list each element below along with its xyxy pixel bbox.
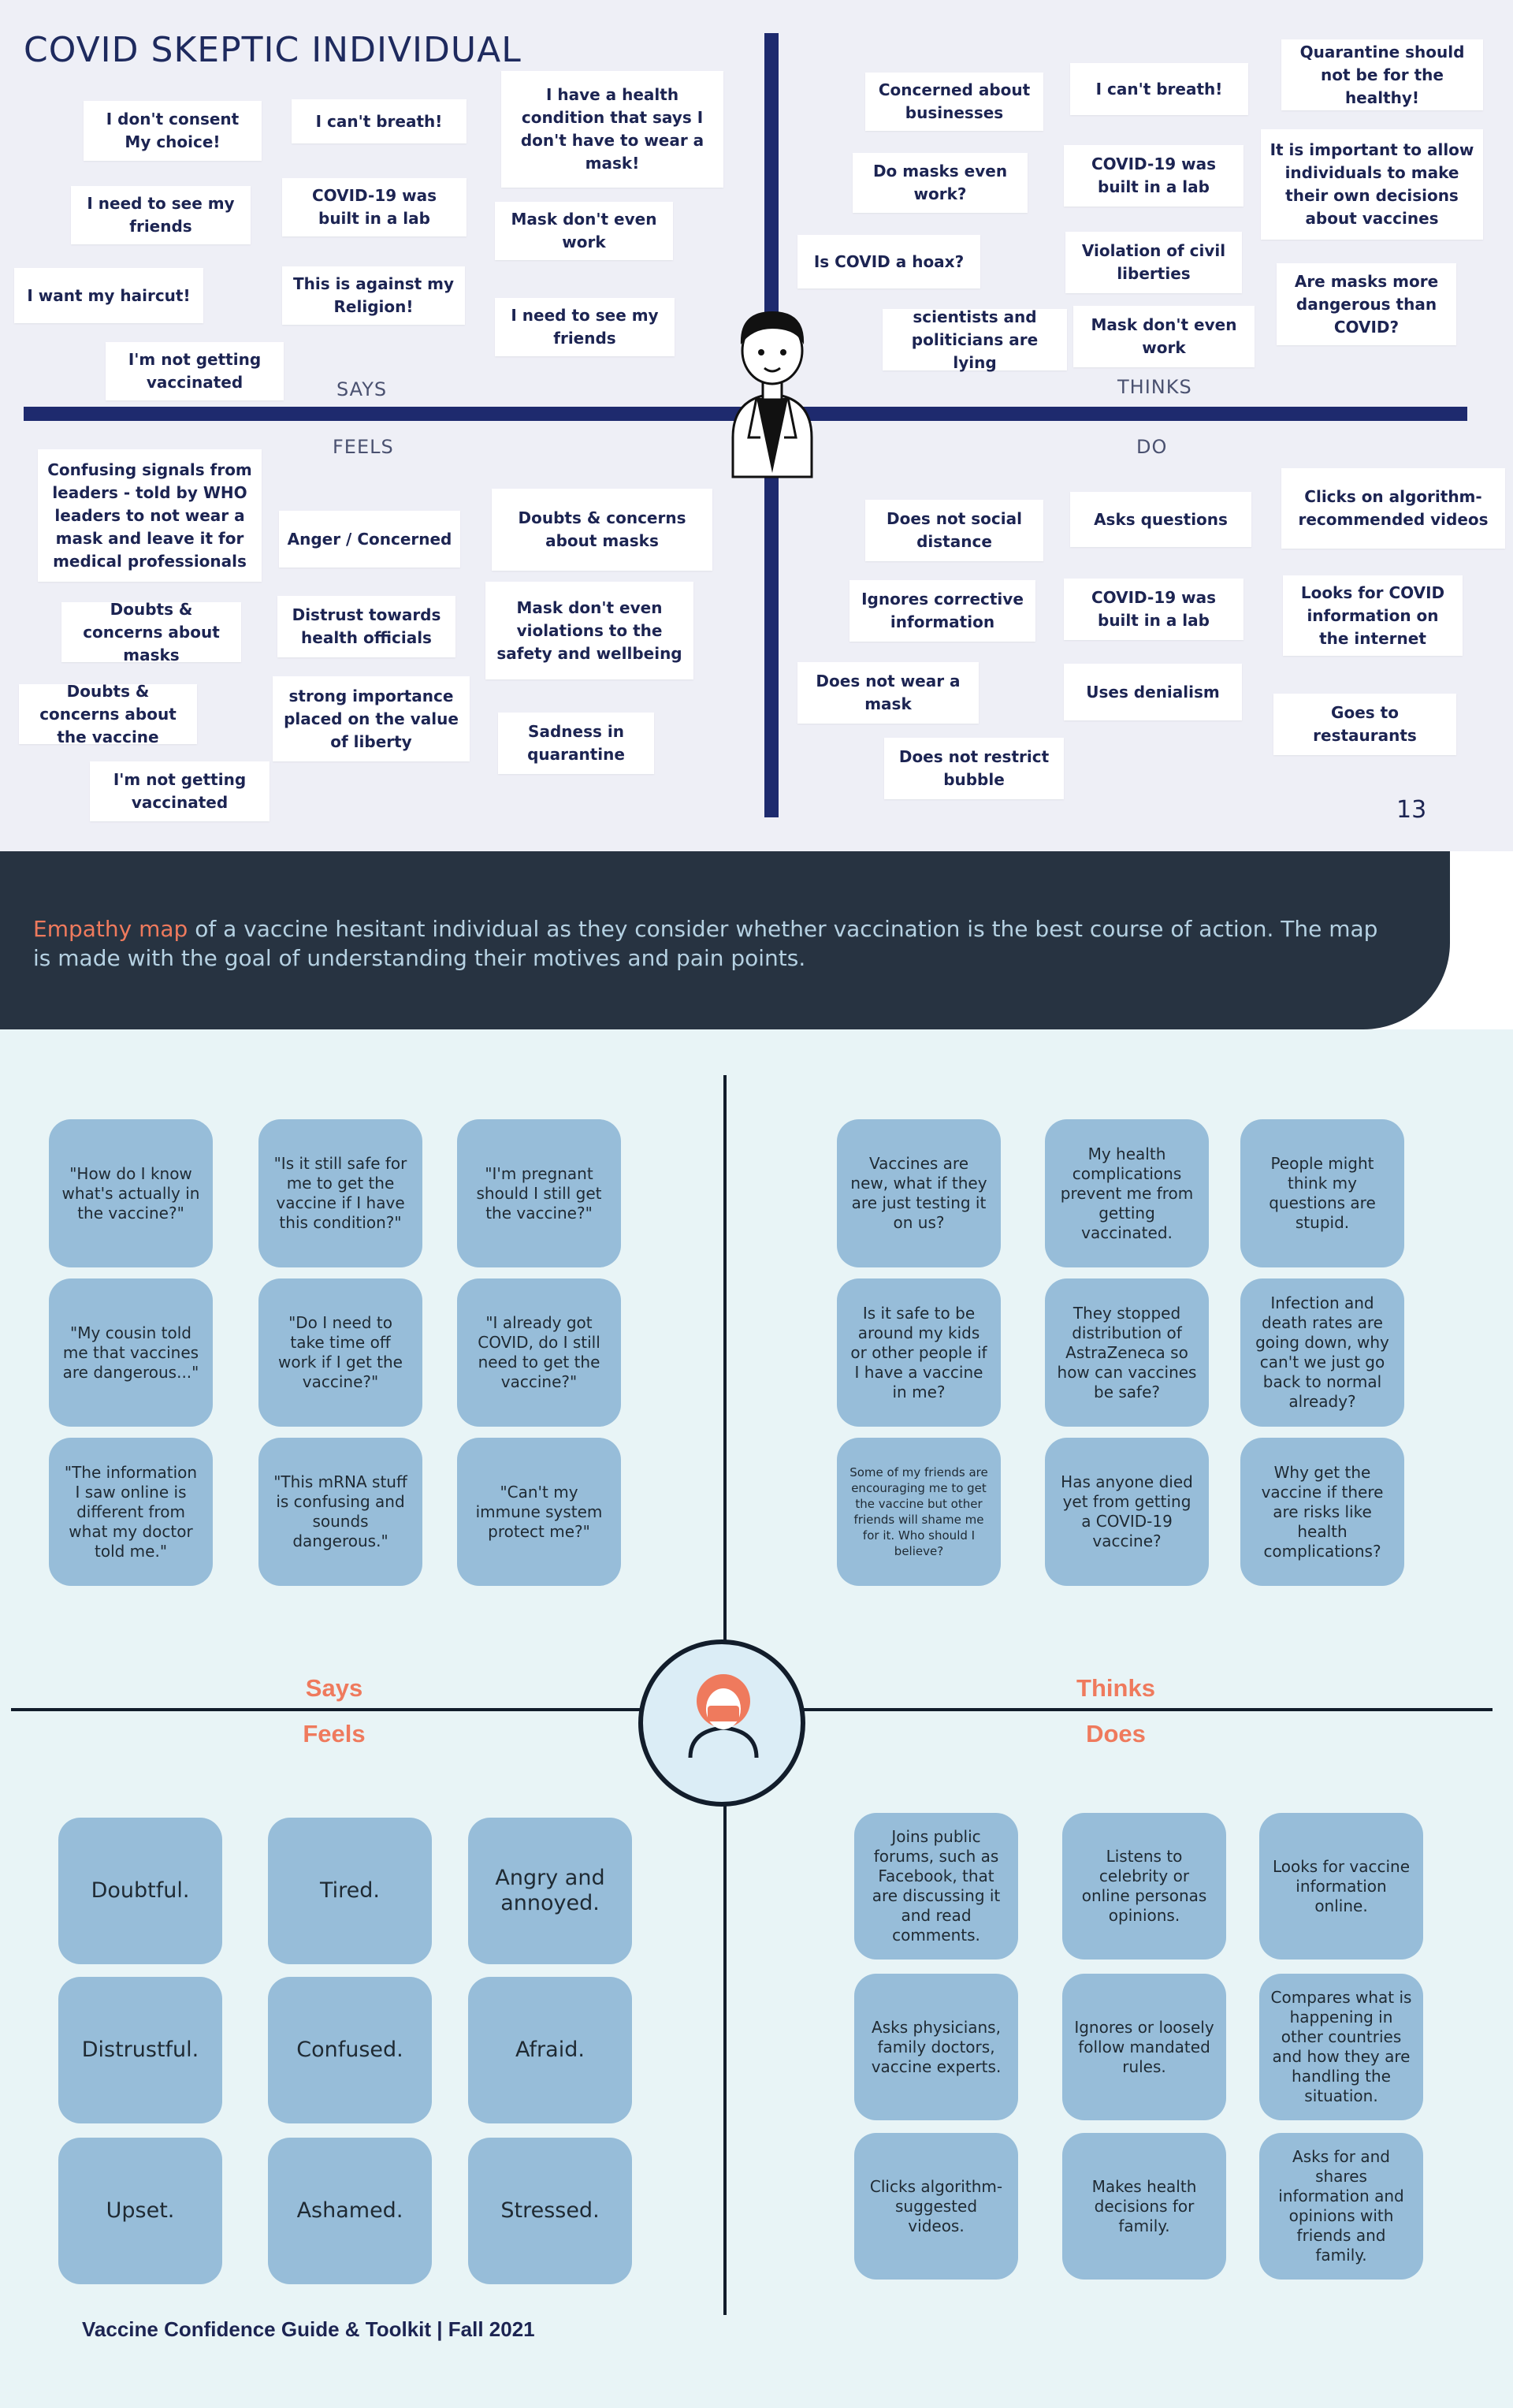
says-card: "Do I need to take time off work if I ge… (258, 1278, 422, 1427)
feels-card: Doubtful. (58, 1818, 222, 1964)
says-card: "Can't my immune system protect me?" (457, 1438, 621, 1586)
feels-note: Anger / Concerned (279, 511, 460, 568)
do-note: Looks for COVID information on the inter… (1283, 575, 1463, 656)
says-note: I need to see my friends (71, 186, 251, 244)
thinks-card: Infection and death rates are going down… (1240, 1278, 1404, 1427)
feels-note: Confusing signals from leaders - told by… (38, 449, 262, 582)
person-avatar-icon (731, 311, 813, 478)
says-note: I want my haircut! (14, 268, 203, 323)
does-card: Clicks algorithm-suggested videos. (854, 2133, 1018, 2280)
footer-text: Vaccine Confidence Guide & Toolkit | Fal… (82, 2317, 535, 2341)
do-note: COVID-19 was built in a lab (1064, 579, 1243, 640)
feels-note: Doubts & concerns about the vaccine (19, 682, 197, 746)
thinks-card: Vaccines are new, what if they are just … (837, 1119, 1001, 1267)
feels-label: FEELS (333, 436, 394, 458)
do-note: Ignores corrective information (849, 580, 1035, 642)
thinks-label: Thinks (1076, 1674, 1155, 1702)
do-note: Uses denialism (1064, 664, 1242, 720)
says-note: Mask don't even work (495, 202, 673, 260)
feels-card: Tired. (268, 1818, 432, 1964)
thinks-note: Are masks more dangerous than COVID? (1277, 263, 1456, 345)
thinks-note: It is important to allow individuals to … (1261, 129, 1483, 240)
does-card: Joins public forums, such as Facebook, t… (854, 1813, 1018, 1960)
says-card: "The information I saw online is differe… (49, 1438, 213, 1586)
thinks-note: Mask don't even work (1073, 306, 1255, 367)
banner-text: Empathy map of a vaccine hesitant indivi… (33, 914, 1388, 973)
thinks-note: Violation of civil liberties (1065, 232, 1242, 293)
description-banner (0, 851, 1450, 1029)
do-note: Asks questions (1070, 492, 1251, 547)
thinks-card: They stopped distribution of AstraZeneca… (1045, 1278, 1209, 1427)
says-note: I can't breath! (292, 99, 467, 143)
do-note: Does not wear a mask (797, 662, 979, 724)
thinks-card: Is it safe to be around my kids or other… (837, 1278, 1001, 1427)
thinks-note: Do masks even work? (853, 153, 1028, 213)
feels-note: Mask don't even violations to the safety… (485, 582, 693, 679)
page-number: 13 (1396, 796, 1427, 824)
banner-body: of a vaccine hesitant individual as they… (33, 916, 1378, 971)
does-card: Compares what is happening in other coun… (1259, 1974, 1423, 2120)
does-card: Asks for and shares information and opin… (1259, 2133, 1423, 2280)
do-note: Goes to restaurants (1273, 694, 1456, 755)
says-note: I have a health condition that says I do… (501, 71, 723, 188)
thinks-card: Why get the vaccine if there are risks l… (1240, 1438, 1404, 1586)
says-note: COVID-19 was built in a lab (282, 178, 467, 236)
does-card: Makes health decisions for family. (1062, 2133, 1226, 2280)
do-note: Does not restrict bubble (884, 738, 1064, 799)
feels-note: Sadness in quarantine (498, 713, 654, 774)
do-label: DO (1136, 436, 1168, 458)
feels-note: strong importance placed on the value of… (273, 676, 470, 761)
feels-note: I'm not getting vaccinated (90, 761, 270, 821)
does-card: Listens to celebrity or online personas … (1062, 1813, 1226, 1960)
does-label: Does (1086, 1720, 1146, 1747)
feels-card: Stressed. (468, 2138, 632, 2284)
thinks-card: My health complications prevent me from … (1045, 1119, 1209, 1267)
top-map-title: COVID SKEPTIC INDIVIDUAL (24, 30, 522, 70)
says-label: SAYS (336, 378, 388, 400)
feels-note: Distrust towards health officials (277, 596, 455, 657)
banner-accent: Empathy map (33, 916, 188, 942)
feels-label: Feels (303, 1720, 366, 1747)
says-note: I'm not getting vaccinated (106, 342, 284, 400)
thinks-note: Is COVID a hoax? (797, 235, 980, 288)
do-note: Clicks on algorithm-recommended videos (1281, 468, 1505, 549)
feels-card: Confused. (268, 1977, 432, 2123)
person-avatar-icon (688, 1674, 759, 1759)
says-card: "How do I know what's actually in the va… (49, 1119, 213, 1267)
do-note: Does not social distance (865, 500, 1043, 561)
does-card: Ignores or loosely follow mandated rules… (1062, 1974, 1226, 2120)
feels-card: Distrustful. (58, 1977, 222, 2123)
says-note: I don't consent My choice! (84, 101, 262, 161)
thinks-card: Has anyone died yet from getting a COVID… (1045, 1438, 1209, 1586)
does-card: Asks physicians, family doctors, vaccine… (854, 1974, 1018, 2120)
thinks-note: Quarantine should not be for the healthy… (1281, 39, 1483, 110)
says-card: "I already got COVID, do I still need to… (457, 1278, 621, 1427)
center-avatar-circle (638, 1639, 805, 1807)
thinks-note: Concerned about businesses (865, 73, 1043, 131)
feels-note: Doubts & concerns about masks (492, 489, 712, 571)
thinks-card: Some of my friends are encouraging me to… (837, 1438, 1001, 1586)
feels-card: Ashamed. (268, 2138, 432, 2284)
feels-card: Upset. (58, 2138, 222, 2284)
says-card: "My cousin told me that vaccines are dan… (49, 1278, 213, 1427)
says-note: I need to see my friends (495, 298, 675, 356)
says-label: Says (305, 1674, 363, 1702)
thinks-card: People might think my questions are stup… (1240, 1119, 1404, 1267)
thinks-label: THINKS (1117, 376, 1192, 398)
says-card: "I'm pregnant should I still get the vac… (457, 1119, 621, 1267)
says-note: This is against my Religion! (282, 266, 465, 325)
feels-card: Angry and annoyed. (468, 1818, 632, 1964)
thinks-note: COVID-19 was built in a lab (1064, 145, 1243, 207)
feels-card: Afraid. (468, 1977, 632, 2123)
feels-note: Doubts & concerns about masks (61, 600, 241, 664)
does-card: Looks for vaccine information online. (1259, 1813, 1423, 1960)
says-card: "This mRNA stuff is confusing and sounds… (258, 1438, 422, 1586)
thinks-note: I can't breath! (1070, 63, 1248, 115)
thinks-note: scientists and politicians are lying (883, 307, 1067, 372)
says-card: "Is it still safe for me to get the vacc… (258, 1119, 422, 1267)
